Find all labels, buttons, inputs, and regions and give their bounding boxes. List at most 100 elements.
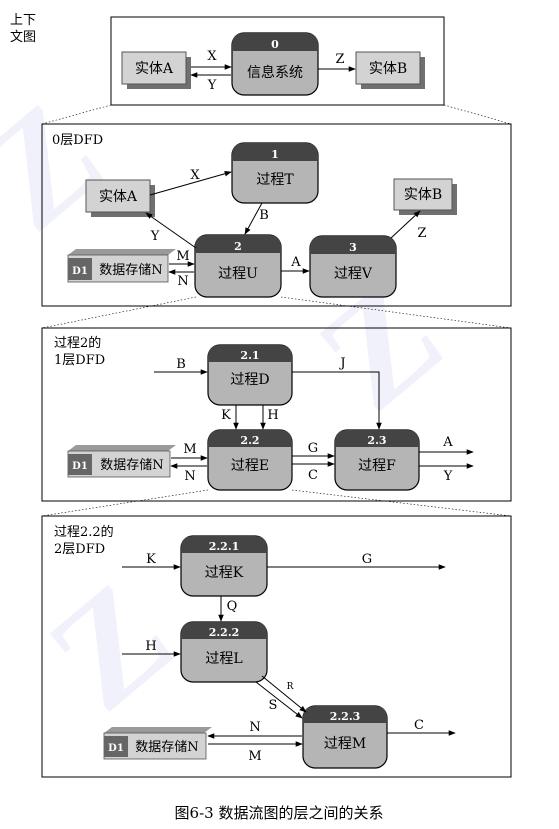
expand-line bbox=[41, 296, 197, 329]
context-process-0-id: 0 bbox=[271, 38, 279, 51]
level0-flow-a-label: A bbox=[290, 255, 301, 270]
level1-flow-k-label: K bbox=[221, 408, 231, 423]
level0-flow-z-label: Z bbox=[417, 226, 426, 241]
level1-flow-g-label: G bbox=[308, 441, 318, 456]
level1-process-2-3: 2.3 过程F bbox=[334, 429, 420, 491]
level0-process-1: 1 过程T bbox=[231, 142, 319, 204]
level1-flow-j bbox=[292, 371, 382, 430]
level0-process-3-id: 3 bbox=[349, 241, 357, 254]
expand-line bbox=[443, 104, 512, 125]
level1-process-2-2-id: 2.2 bbox=[240, 434, 259, 447]
level1-process-2-1-id: 2.1 bbox=[240, 349, 259, 362]
level2-flow-c-label: C bbox=[414, 718, 424, 733]
context-entity-a-label: 实体A bbox=[135, 61, 174, 77]
level0-label: 0层DFD bbox=[52, 133, 103, 148]
level0-frame bbox=[41, 123, 512, 307]
level1-process-2-3-name: 过程F bbox=[358, 458, 396, 474]
level2-flow-r bbox=[261, 675, 307, 713]
level2-process-2-2-3: 2.2.3 过程M bbox=[302, 705, 388, 769]
level2-flow-k-label: K bbox=[146, 552, 156, 567]
expand-line bbox=[291, 489, 512, 517]
level0-process-3-name: 过程V bbox=[334, 266, 373, 282]
level0-process-1-name: 过程T bbox=[256, 172, 294, 188]
expand-line bbox=[41, 489, 209, 517]
level0-flow-z bbox=[390, 210, 421, 239]
level1-flow-y-label: Y bbox=[443, 469, 453, 484]
level2-store-name: 数据存储N bbox=[135, 740, 198, 755]
level2-process-2-2-2-name: 过程L bbox=[205, 651, 242, 667]
context-flow-z-label: Z bbox=[335, 52, 344, 67]
level1-process-2-1: 2.1 过程D bbox=[207, 344, 293, 406]
level2-data-store: D1 数据存储N bbox=[103, 727, 212, 760]
level0-entity-b: 实体B bbox=[393, 178, 457, 215]
level2-flow-h-label: H bbox=[145, 639, 156, 654]
level2-process-2-2-2-id: 2.2.2 bbox=[209, 626, 240, 639]
level1-frame bbox=[41, 327, 512, 502]
level0-process-2-id: 2 bbox=[234, 240, 242, 253]
level2-flow-q-label: Q bbox=[227, 599, 238, 614]
level1-flow-n-label: N bbox=[184, 469, 195, 484]
context-entity-b: 实体B bbox=[355, 51, 425, 89]
level1-process-2-2-name: 过程E bbox=[231, 458, 269, 474]
level1-label-line2: 1层DFD bbox=[54, 353, 105, 368]
context-process-0-name: 信息系统 bbox=[247, 64, 303, 81]
level2-process-2-2-1-name: 过程K bbox=[205, 565, 244, 581]
level0-entity-a-label: 实体A bbox=[99, 189, 138, 205]
context-label-line2: 文图 bbox=[10, 30, 36, 45]
level1-store-id: D1 bbox=[72, 461, 88, 472]
context-flow-y-label: Y bbox=[207, 78, 217, 93]
context-entity-b-label: 实体B bbox=[369, 61, 407, 77]
level0-flow-n-label: N bbox=[177, 274, 188, 289]
level0-process-2-name: 过程U bbox=[218, 266, 258, 282]
expand-line bbox=[41, 104, 112, 125]
level0-process-2: 2 过程U bbox=[194, 234, 282, 298]
level2-label-line2: 2层DFD bbox=[54, 542, 105, 557]
context-process-0: 0 信息系统 bbox=[231, 32, 319, 96]
level2-flow-m-label: M bbox=[248, 749, 261, 764]
level1-flow-m-label: M bbox=[183, 442, 196, 457]
level1-store-name: 数据存储N bbox=[100, 458, 163, 473]
context-entity-a: 实体A bbox=[121, 51, 191, 89]
level0-flow-b bbox=[244, 202, 263, 235]
context-flow-x-label: X bbox=[207, 49, 217, 64]
level1-process-2-2: 2.2 过程E bbox=[207, 429, 293, 491]
level2-process-2-2-2: 2.2.2 过程L bbox=[180, 621, 268, 683]
level2-flow-s-label: S bbox=[269, 698, 278, 713]
level2-flow-n-label: N bbox=[249, 720, 260, 735]
context-label-line1: 上下 bbox=[10, 13, 36, 28]
level2-flow-r-label: R bbox=[287, 682, 294, 692]
level0-flow-x-label: X bbox=[190, 168, 200, 183]
level0-flow-y bbox=[145, 212, 197, 249]
level0-process-3: 3 过程V bbox=[309, 235, 397, 298]
level1-process-2-3-id: 2.3 bbox=[367, 434, 386, 447]
level2-process-2-2-1: 2.2.1 过程K bbox=[180, 535, 268, 597]
level0-flow-y-label: Y bbox=[150, 229, 160, 244]
level1-flow-c-label: C bbox=[308, 468, 318, 483]
level0-flow-b-label: B bbox=[259, 208, 269, 223]
level2-label-line1: 过程2.2的 bbox=[54, 524, 114, 540]
level1-data-store: D1 数据存储N bbox=[67, 445, 176, 478]
level2-process-2-2-1-id: 2.2.1 bbox=[209, 540, 240, 553]
level1-flow-b-label: B bbox=[176, 357, 186, 372]
expand-line bbox=[280, 296, 512, 329]
context-frame bbox=[110, 16, 445, 106]
level2-flow-s bbox=[255, 681, 303, 719]
level0-flow-x bbox=[149, 171, 232, 196]
level0-entity-a: 实体A bbox=[85, 179, 155, 217]
level0-store-id: D1 bbox=[72, 266, 88, 277]
level0-store-name: 数据存储N bbox=[99, 263, 162, 278]
level2-flow-g-label: G bbox=[362, 552, 372, 567]
level1-flow-h-label: H bbox=[267, 408, 278, 423]
level1-flow-a-label: A bbox=[442, 435, 453, 450]
level2-frame bbox=[41, 515, 512, 778]
level0-flow-m-label: M bbox=[176, 249, 189, 264]
level2-process-2-2-3-name: 过程M bbox=[324, 736, 366, 752]
level2-process-2-2-3-id: 2.2.3 bbox=[330, 710, 361, 723]
level0-data-store: D1 数据存储N bbox=[67, 249, 176, 283]
level0-process-1-id: 1 bbox=[271, 148, 279, 161]
level2-store-id: D1 bbox=[108, 743, 124, 754]
level0-entity-b-label: 实体B bbox=[404, 187, 442, 203]
figure-caption: 图6-3 数据流图的层之间的关系 bbox=[175, 804, 384, 822]
level1-label-line1: 过程2的 bbox=[54, 335, 101, 351]
